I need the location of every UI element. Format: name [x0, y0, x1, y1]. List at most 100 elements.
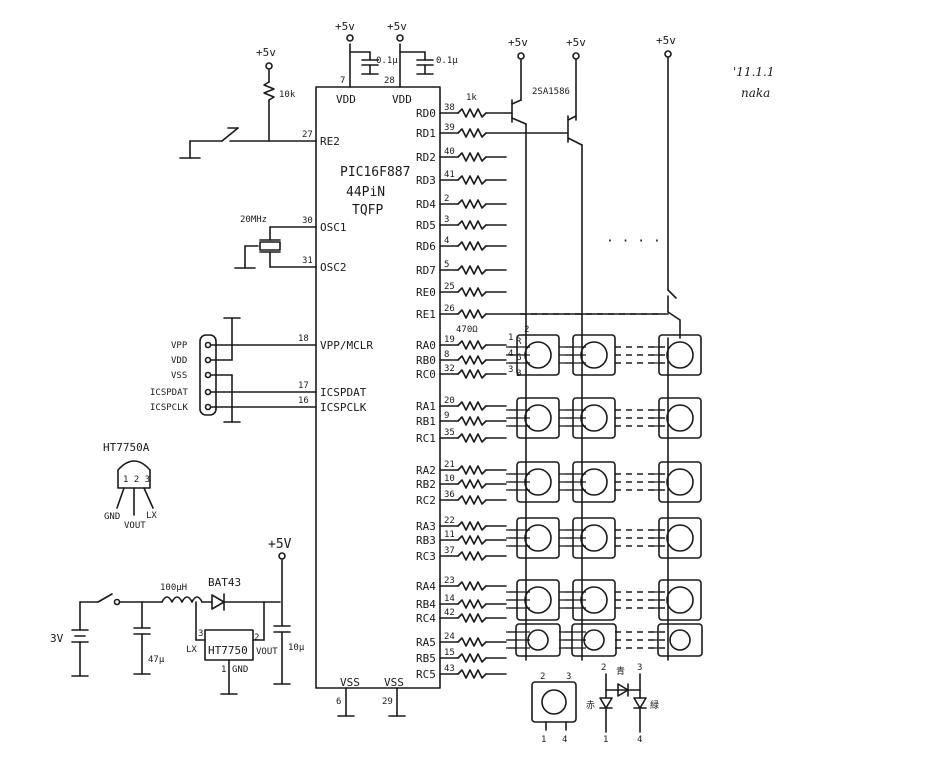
legend-led-pin2: 2 [601, 663, 606, 673]
led-switch-cap[interactable] [666, 404, 694, 432]
legend-led-pin3: 3 [637, 663, 642, 673]
led-switch-cap[interactable] [669, 629, 691, 651]
led-switch-body[interactable] [658, 461, 702, 503]
vss-pin-29-num: 29 [382, 697, 393, 707]
pin-label: RD2 [416, 151, 436, 164]
reset-switch-circuit: +5v 10k 27 RE2 [179, 46, 340, 159]
rgb-led-switch-r4-c3[interactable] [651, 517, 702, 559]
rgb-pin1: 1 [508, 333, 513, 343]
crystal-label: 20MHz [240, 215, 267, 225]
legend-led-blue: 青 [616, 665, 625, 677]
icspclk-pin-num: 16 [298, 396, 309, 406]
cap-10-label: 10μ [288, 643, 305, 653]
pin-label: RB2 [416, 478, 436, 491]
date-label: '11.1.1 [733, 65, 774, 79]
icspdat-pin-num: 17 [298, 381, 309, 391]
pin-label: RD6 [416, 240, 436, 253]
re2-pin-num: 27 [302, 130, 313, 140]
resistor-zigzag [457, 465, 487, 475]
pin-label: RA5 [416, 636, 436, 649]
led-switch-cap[interactable] [666, 586, 694, 614]
tr7-supply: +5v [656, 34, 676, 47]
osc2-pin-label: OSC2 [320, 261, 347, 274]
led-switch-body[interactable] [658, 579, 702, 621]
pin-number: 14 [444, 594, 455, 604]
vdd-pin-7-supply: +5v [335, 20, 355, 33]
icspdat-pin-label: ICSPDAT [320, 386, 367, 399]
vss-pins: 6 VSS 29 VSS [336, 676, 406, 717]
pin-number: 19 [444, 335, 455, 345]
legend-led-red: 赤 [586, 700, 595, 711]
pin-label: RA4 [416, 580, 436, 593]
led-switch-cap[interactable] [666, 468, 694, 496]
pin-number: 23 [444, 576, 455, 586]
rgb-led-switch-r5-c3[interactable] [651, 579, 702, 621]
inductor-label: 100μH [160, 583, 187, 593]
rgb-led-switch-r6-c3[interactable] [650, 623, 703, 657]
led-switch-body[interactable] [658, 517, 702, 559]
led-switch-body[interactable] [658, 397, 702, 439]
resistor-zigzag [457, 369, 487, 379]
pin-label: RB5 [416, 652, 436, 665]
mclr-pin-num: 18 [298, 334, 309, 344]
cap-c1-label: 0.1μ [376, 56, 398, 66]
pin-number: 32 [444, 364, 455, 374]
rgb-led-switch-r3-c3[interactable] [651, 461, 702, 503]
pin-number: 35 [444, 428, 455, 438]
led-switch-cap[interactable] [666, 341, 694, 369]
component-legend: 2 3 1 4 2 青 3 赤 緑 1 4 [531, 663, 659, 745]
resistor-1k-label: 1k [466, 93, 477, 103]
pin-rc4: RC4 42 [416, 608, 507, 625]
pin-number: 42 [444, 608, 455, 618]
pin-number: 25 [444, 282, 455, 292]
chip-name: PIC16F887 [340, 165, 410, 180]
rgb-led-switch-r2-c3[interactable] [651, 397, 702, 439]
resistor-zigzag [457, 416, 487, 426]
pin-label: RA3 [416, 520, 436, 533]
pullup-resistor-label: 10k [279, 90, 296, 100]
power-supply-circuit: 3V 47μ 100μH BAT43 3 LX HT7750 2 VOUT [50, 537, 305, 695]
resistor-zigzag [457, 340, 487, 350]
pin-number: 41 [444, 170, 455, 180]
diode-label: BAT43 [208, 576, 241, 589]
pin-number: 11 [444, 530, 455, 540]
pin-number: 3 [444, 215, 449, 225]
ht7750-name: HT7750 [208, 644, 248, 657]
pin-number: 39 [444, 123, 455, 133]
resistor-zigzag [457, 433, 487, 443]
cap-47-label: 47μ [148, 655, 165, 665]
icsp-connector: VPP VDD VSS ICSPDAT ICSPCLK 18 VPP/MCLR … [150, 317, 373, 423]
resistor-zigzag [457, 265, 487, 275]
pin-number: 9 [444, 411, 449, 421]
tr1-supply: +5v [566, 36, 586, 49]
icspclk-pin-label: ICSPCLK [320, 401, 367, 414]
rgb-led-switch-r1-c3[interactable] [651, 334, 702, 376]
chip-package-type: TQFP [352, 203, 383, 218]
rgb-pin3: 3 [508, 365, 513, 375]
led-switch-cap[interactable] [666, 524, 694, 552]
led-switch-body[interactable] [658, 334, 702, 376]
ht7750a-pinnums: 1 2 3 [123, 475, 150, 485]
transistor-drivers: +5v 2SA1586 +5v +5v · · · · [508, 34, 681, 339]
ht7750-pin3: 3 [198, 629, 203, 639]
led-switch-cap[interactable] [583, 629, 605, 651]
led-switch-cap[interactable] [527, 629, 549, 651]
pin-number: 10 [444, 474, 455, 484]
resistor-zigzag [457, 637, 487, 647]
pin-label: RA1 [416, 400, 436, 413]
vdd-pin-7-label: VDD [336, 93, 356, 106]
icsp-label-vdd: VDD [171, 356, 187, 366]
rgb-pin4: 4 [508, 349, 513, 359]
pin-label: RC4 [416, 612, 436, 625]
pin-label: RC5 [416, 668, 436, 681]
